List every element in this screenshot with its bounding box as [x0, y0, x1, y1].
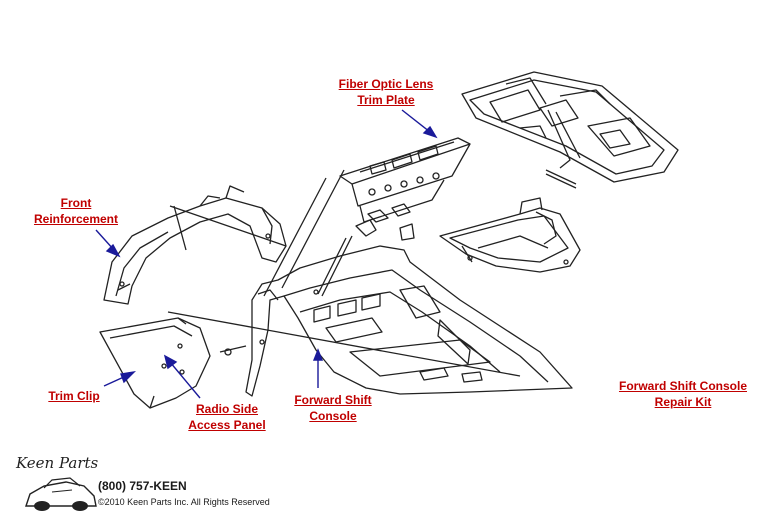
upper-shift-plate-part: [461, 71, 679, 189]
front-reinforcement-label-line1: Front: [60, 196, 92, 210]
forward-shift-label-line2: Console: [309, 409, 357, 423]
radio-side-access-panel-label[interactable]: Radio Side Access Panel: [182, 401, 272, 433]
front-reinforcement-label[interactable]: Front Reinforcement: [28, 195, 124, 227]
trim-clip-label[interactable]: Trim Clip: [44, 388, 104, 404]
forward-shift-label-line1: Forward Shift: [294, 393, 372, 407]
radio-side-access-panel-part: [99, 317, 211, 409]
copyright-text: ©2010 Keen Parts Inc. All Rights Reserve…: [98, 497, 270, 507]
keen-parts-logo[interactable]: Keen Parts: [12, 452, 122, 512]
radio-side-label-line1: Radio Side: [195, 402, 258, 416]
fiber-optic-trim-plate-label[interactable]: Fiber Optic Lens Trim Plate: [334, 76, 438, 108]
logo-wordmark: Keen Parts: [16, 454, 99, 472]
phone-number[interactable]: (800) 757-KEEN: [98, 479, 187, 493]
radio-side-label-line2: Access Panel: [188, 418, 266, 432]
fiber-optic-label-line2: Trim Plate: [357, 93, 415, 107]
shift-bracket-part: [439, 197, 581, 273]
front-reinforcement-part: [103, 185, 287, 305]
fiber-optic-trim-plate-part: [339, 137, 471, 241]
forward-shift-console-part: [245, 245, 573, 397]
repair-kit-label-line1: Forward Shift Console: [618, 379, 747, 393]
repair-kit-label-line2: Repair Kit: [654, 395, 712, 409]
car-silhouette-icon: [25, 477, 97, 511]
forward-shift-console-label[interactable]: Forward Shift Console: [286, 392, 380, 424]
front-reinforcement-label-line2: Reinforcement: [33, 212, 119, 226]
pointer-arrows: [95, 109, 438, 399]
fiber-optic-label-line1: Fiber Optic Lens: [338, 77, 434, 91]
trim-clip-label-line1: Trim Clip: [48, 389, 100, 403]
forward-shift-repair-kit-label[interactable]: Forward Shift Console Repair Kit: [612, 378, 754, 410]
